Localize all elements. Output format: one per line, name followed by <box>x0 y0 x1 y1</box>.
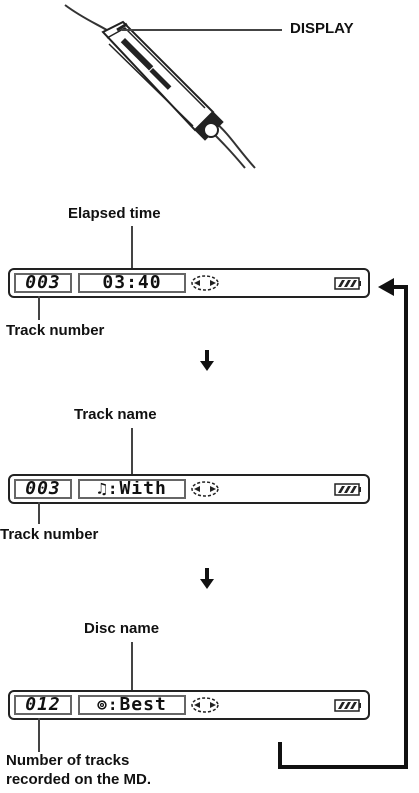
disc-name-callout <box>131 642 133 692</box>
tracks-count-label-line2: recorded on the MD. <box>6 771 152 788</box>
tracks-count-label: Number of tracks <box>6 752 130 769</box>
disc-spin-icon <box>191 481 219 497</box>
display-button-label: DISPLAY <box>290 20 354 37</box>
remote-control-illustration <box>64 4 256 169</box>
disc-name-label: Disc name <box>84 620 160 637</box>
disc-name-field: ⊚:Best <box>78 695 186 715</box>
track-name-callout <box>131 428 133 476</box>
note-icon: ♫: <box>97 479 119 498</box>
track-number-field: 003 <box>14 273 72 293</box>
tracks-count-callout <box>38 718 40 752</box>
arrow-left-icon <box>378 278 394 296</box>
track-name-value: With <box>119 479 167 499</box>
lcd-display-track-name: 003 ♫:With <box>8 474 370 504</box>
disc-spin-icon <box>191 275 219 291</box>
disc-name-value: Best <box>119 695 167 715</box>
tracks-count-field: 012 <box>14 695 72 715</box>
battery-icon <box>334 699 361 712</box>
return-loop-arrow <box>278 278 408 769</box>
elapsed-time-label: Elapsed time <box>68 205 161 222</box>
arrow-down-icon <box>200 350 214 371</box>
elapsed-time-field: 03:40 <box>78 273 186 293</box>
track-number-field: 003 <box>14 479 72 499</box>
lcd-display-elapsed-time: 003 03:40 <box>8 268 370 298</box>
lcd-display-disc-name: 012 ⊚:Best <box>8 690 370 720</box>
track-name-label: Track name <box>74 406 157 423</box>
elapsed-time-value: 03:40 <box>102 273 162 293</box>
track-number-label-2: Track number <box>0 526 99 543</box>
battery-icon <box>334 277 361 290</box>
track-name-field: ♫:With <box>78 479 186 499</box>
track-number-callout-2 <box>38 502 40 524</box>
display-callout-line <box>122 29 282 31</box>
elapsed-time-callout <box>131 226 133 270</box>
battery-icon <box>334 483 361 496</box>
track-number-callout-1 <box>38 296 40 320</box>
arrow-down-icon <box>200 568 214 589</box>
disc-name-icon: ⊚: <box>97 695 119 714</box>
disc-spin-icon <box>191 697 219 713</box>
track-number-label-1: Track number <box>6 322 105 339</box>
